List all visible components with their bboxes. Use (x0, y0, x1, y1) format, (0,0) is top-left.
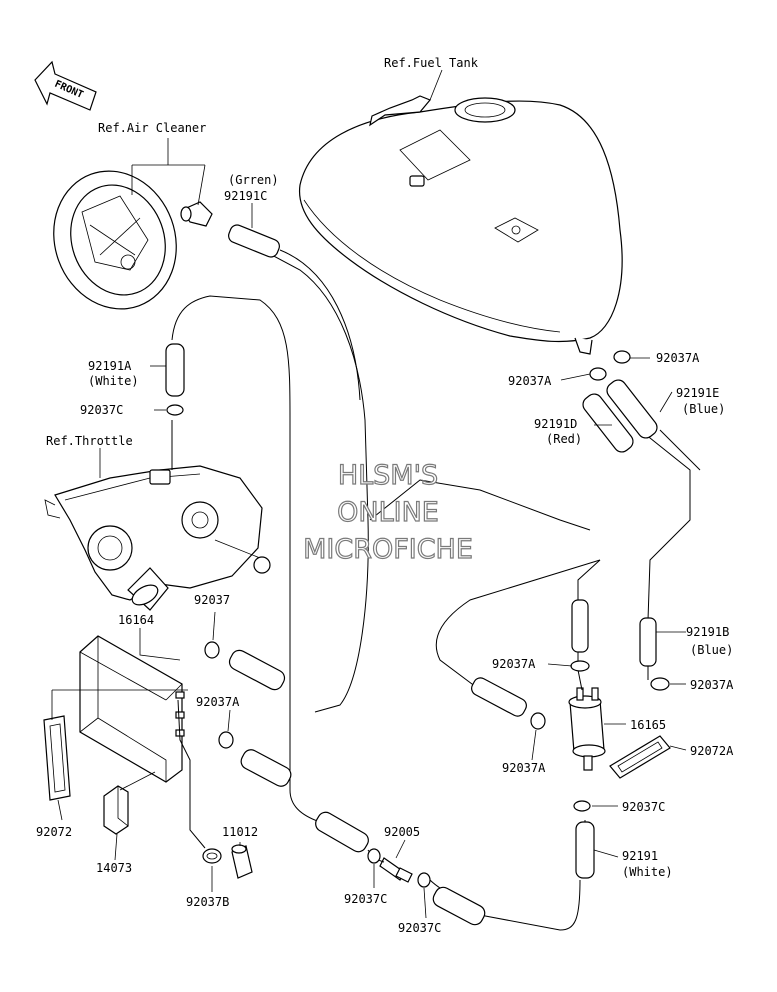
hose-92191b-left (571, 599, 589, 653)
label-blue-e: (Blue) (682, 402, 725, 416)
fitting-92005-icon (379, 857, 413, 883)
label-92037a-mid: 92037A (196, 695, 240, 709)
label-92037a-filter-right: 92037A (690, 678, 734, 692)
label-92191b: 92191B (686, 625, 729, 639)
hose-92191 (575, 821, 595, 879)
label-92037c-bottom-right: 92037C (398, 921, 441, 935)
watermark-line3: MICROFICHE (303, 534, 473, 565)
hose-92191b (639, 617, 657, 667)
part-labels: Ref.Fuel Tank Ref.Air Cleaner (Grren) 92… (36, 56, 734, 935)
label-92191a: 92191A (88, 359, 132, 373)
label-92037a-tank-right: 92037A (656, 351, 700, 365)
label-92072a: 92072A (690, 744, 734, 758)
label-14073: 14073 (96, 861, 132, 875)
hose-bottom (432, 886, 486, 926)
band-92072-icon (43, 715, 71, 801)
front-arrow-icon: FRONT (34, 60, 97, 111)
label-grren: (Grren) (228, 173, 279, 187)
label-92191c: 92191C (224, 189, 267, 203)
label-92191e: 92191E (676, 386, 719, 400)
leader-lines (51, 69, 687, 919)
hose-92191e (606, 379, 658, 439)
label-blue-b: (Blue) (690, 643, 733, 657)
label-92037c-filter: 92037C (622, 800, 665, 814)
label-16165: 16165 (630, 718, 666, 732)
hose-92191a (165, 343, 185, 397)
watermark: HLSM'S ONLINE MICROFICHE (302, 459, 473, 565)
bracket-14073-icon (103, 785, 129, 835)
canister-16164-icon (79, 635, 185, 783)
label-92005: 92005 (384, 825, 420, 839)
fuel-filter-16165-icon (568, 687, 606, 771)
hose-mid-2 (240, 749, 292, 787)
label-white-bottom: (White) (622, 865, 673, 879)
label-92037c-bottom-left: 92037C (344, 892, 387, 906)
hose-92191c (228, 224, 280, 258)
label-92037c-top: 92037C (80, 403, 123, 417)
hose-92191d (582, 393, 634, 453)
label-red-d: (Red) (546, 432, 582, 446)
watermark-line1: HLSM'S (338, 460, 438, 491)
label-92037a-low: 92037A (502, 761, 546, 775)
clamp-icons (166, 350, 670, 888)
label-ref-throttle: Ref.Throttle (46, 434, 133, 448)
label-white-a: (White) (88, 374, 139, 388)
fuel-tank-icon (298, 95, 623, 355)
label-92037b: 92037B (186, 895, 229, 909)
label-92191: 92191 (622, 849, 658, 863)
label-92191d: 92191D (534, 417, 577, 431)
hose-filter-in (471, 677, 527, 717)
air-cleaner-icon (53, 170, 213, 310)
clamp-92037b-icon (202, 848, 222, 864)
throttle-body-icon (44, 465, 271, 611)
band-92072a-icon (609, 735, 671, 779)
hose-routing-lines (171, 249, 701, 931)
label-ref-fuel-tank: Ref.Fuel Tank (384, 56, 479, 70)
label-16164: 16164 (118, 613, 154, 627)
watermark-line2: ONLINE (337, 497, 439, 528)
label-92037: 92037 (194, 593, 230, 607)
hose-mid-3 (315, 811, 369, 853)
label-92037a-tank-left: 92037A (508, 374, 552, 388)
label-92072: 92072 (36, 825, 72, 839)
hose-mid-1 (228, 649, 286, 691)
label-11012: 11012 (222, 825, 258, 839)
cap-11012-icon (231, 844, 253, 879)
label-92037a-filter-left: 92037A (492, 657, 536, 671)
label-ref-air-cleaner: Ref.Air Cleaner (98, 121, 206, 135)
